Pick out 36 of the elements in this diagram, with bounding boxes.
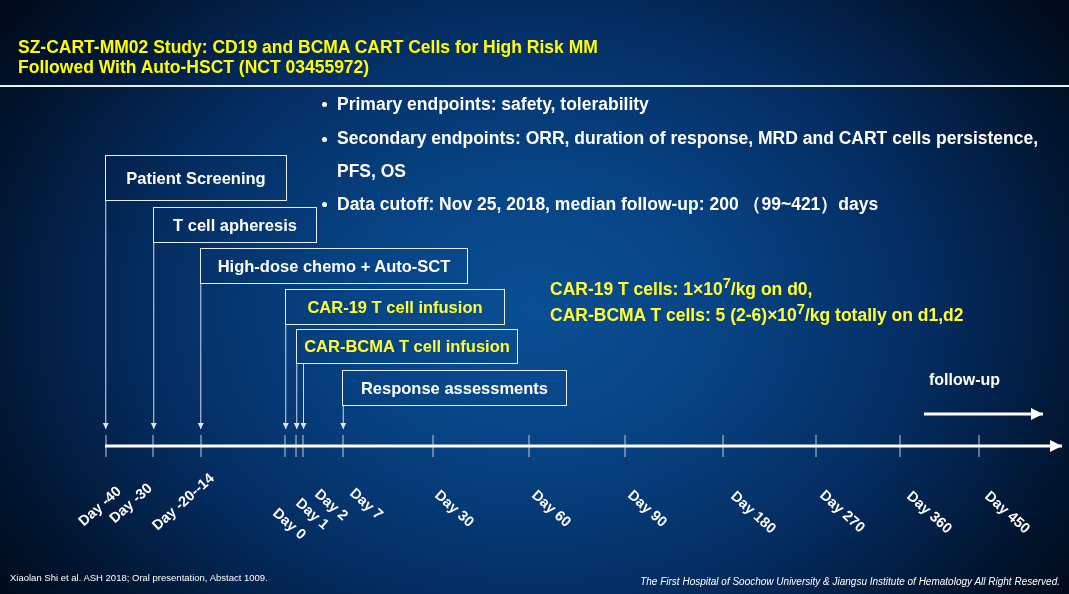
arrow xyxy=(282,324,289,430)
day-label: Day 360 xyxy=(903,487,956,537)
arrow xyxy=(300,363,307,430)
bullet-text: Secondary endpoints: ORR, duration of response, MRD and CART cells persistence, PFS, OS xyxy=(337,127,1040,183)
day-label: Day 180 xyxy=(727,487,780,537)
citation-text: Xiaolan Shi et al. ASH 2018; Oral presentation, Abstact 1009. xyxy=(10,572,268,584)
day-label: Day 60 xyxy=(528,486,575,531)
bullet-text: Data cutoff: Nov 25, 2018, median follow-up: 200 （99~421）days xyxy=(337,193,880,216)
slide-title: SZ-CART-MM02 Study: CD19 and BCMA CART Cells for High Risk MM Followed With Auto-HSCT (NCT 03455972) xyxy=(18,37,599,77)
arrow xyxy=(293,363,300,430)
step-box xyxy=(296,329,518,364)
step-box xyxy=(105,155,287,201)
step-label: CAR-19 T cell infusion xyxy=(307,297,483,317)
step-label: Patient Screening xyxy=(126,168,266,188)
day-label: Day 7 xyxy=(347,484,387,524)
copyright-note: The First Hospital of Soochow University & Jiangsu Institute of Hematology All Right Reserved. xyxy=(640,576,1060,588)
bullet-text: Primary endpoints: safety, tolerability xyxy=(337,93,650,116)
arrow xyxy=(340,405,347,430)
arrow xyxy=(197,283,204,430)
step-label: CAR-BCMA T cell infusion xyxy=(304,337,510,356)
arrow xyxy=(150,242,157,430)
dose-note: CAR-BCMA T cells: 5 (2-6)×10$^{7}$/kg totally on d1,d2 xyxy=(550,300,964,326)
follow-up-label: follow-up xyxy=(929,370,1001,390)
day-label: Day 90 xyxy=(624,486,671,531)
step-box xyxy=(200,248,468,284)
step-box xyxy=(285,289,505,325)
day-label: Day 30 xyxy=(431,486,478,531)
day-label: Day 450 xyxy=(981,487,1034,537)
dose-note: CAR-19 T cells: 1×10$^{7}$/kg on d0, xyxy=(550,274,813,300)
step-label: Response assessments xyxy=(360,378,549,398)
step-box xyxy=(342,370,567,406)
step-box xyxy=(153,207,317,243)
step-label: T cell apheresis xyxy=(173,215,297,235)
step-label: High-dose chemo + Auto-SCT xyxy=(217,256,451,276)
arrow xyxy=(102,200,109,430)
day-label: Day 270 xyxy=(816,486,869,536)
